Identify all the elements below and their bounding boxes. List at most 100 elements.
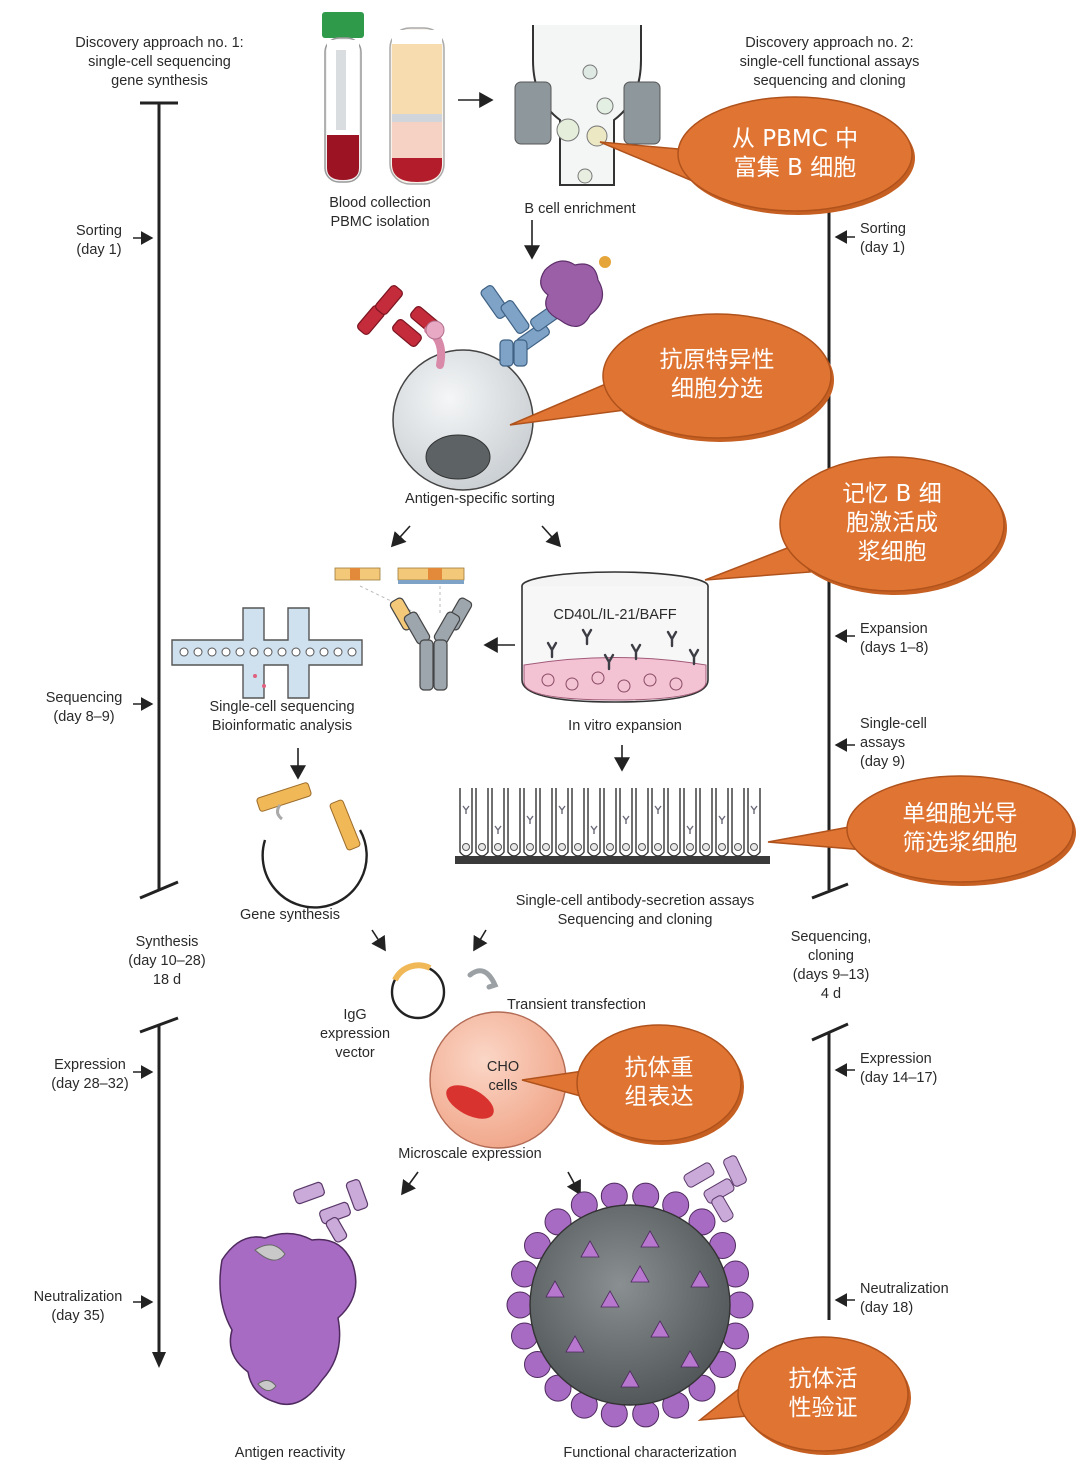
well-antibody bbox=[526, 815, 534, 824]
well-cell bbox=[558, 843, 566, 851]
well-cell bbox=[462, 843, 470, 851]
virus-surface-protein bbox=[680, 1350, 700, 1368]
microscale-expression-label: Microscale expression bbox=[380, 1145, 560, 1164]
callout-memory-text: 记忆 B 细 胞激活成 浆细胞 bbox=[792, 480, 992, 567]
well-antibody bbox=[558, 805, 566, 814]
transfection-line-1: Transient transfection bbox=[507, 997, 646, 1013]
well bbox=[635, 788, 649, 857]
virus-surface-protein bbox=[620, 1370, 640, 1388]
left-timeline bbox=[133, 101, 179, 1368]
well bbox=[571, 788, 585, 857]
igg-antibody-illustration bbox=[389, 597, 473, 691]
right-sequencing-line-4: 4 d bbox=[820, 986, 842, 1002]
callout-validation-line-1: 抗体活 bbox=[788, 1366, 858, 1392]
right-assays-label: Single-cell assays (day 9) bbox=[860, 715, 927, 772]
well bbox=[747, 788, 761, 857]
callouts bbox=[509, 96, 1076, 1455]
left-sequencing-label: Sequencing (day 8–9) bbox=[35, 689, 133, 727]
transient-transfection-label: Transient transfection bbox=[507, 996, 646, 1015]
virus-antibody bbox=[683, 1155, 747, 1223]
right-sequencing-line-2: cloning bbox=[808, 948, 854, 964]
well-antibody bbox=[494, 825, 502, 834]
gene-synthesis-label: Gene synthesis bbox=[235, 906, 345, 925]
well-cell bbox=[750, 843, 758, 851]
well-antibody bbox=[622, 815, 630, 824]
callout-sorting-text: 抗原特异性 细胞分选 bbox=[617, 346, 817, 404]
virus-surface-protein bbox=[600, 1290, 620, 1308]
well-cell bbox=[686, 843, 694, 851]
left-sorting-label: Sorting (day 1) bbox=[50, 222, 148, 260]
well-cell bbox=[574, 843, 582, 851]
functional-line-1: Functional characterization bbox=[563, 1445, 737, 1461]
callout-photon-text: 单细胞光导 筛选浆细胞 bbox=[860, 800, 1060, 858]
well-antibody bbox=[686, 825, 694, 834]
sequence-bars-illustration bbox=[334, 567, 465, 616]
left-expression-label: Expression (day 28–32) bbox=[38, 1056, 142, 1094]
left-expression-line-1: Expression bbox=[54, 1057, 126, 1073]
cho-cells-label: CHO cells bbox=[474, 1058, 532, 1096]
enrichment-column-illustration bbox=[514, 25, 661, 186]
right-expansion-line-2: (days 1–8) bbox=[860, 640, 929, 656]
right-neutralization-line-1: Neutralization bbox=[860, 1281, 949, 1297]
gene-synthesis-line-1: Gene synthesis bbox=[240, 907, 340, 923]
approach-1-line-2: single-cell sequencing bbox=[88, 54, 231, 70]
virus-surface-protein bbox=[580, 1240, 600, 1258]
blood-line-2: PBMC isolation bbox=[330, 214, 430, 230]
approach-1-line-3: gene synthesis bbox=[111, 73, 208, 89]
blood-collection-label: Blood collection PBMC isolation bbox=[305, 194, 455, 232]
left-neutralization-line-1: Neutralization bbox=[33, 1289, 123, 1305]
well-antibody bbox=[718, 815, 726, 824]
antigen-sorting-label: Antigen-specific sorting bbox=[380, 490, 580, 509]
approach-2-line-3: sequencing and cloning bbox=[753, 73, 906, 89]
well-cell bbox=[734, 843, 742, 851]
callout-sorting-line-1: 抗原特异性 bbox=[659, 347, 775, 373]
secretion-line-2: Sequencing and cloning bbox=[557, 912, 713, 928]
vector-line-2: expression bbox=[319, 1026, 391, 1042]
callout-expression-text: 抗体重 组表达 bbox=[584, 1054, 734, 1112]
well-cell bbox=[622, 843, 630, 851]
right-sequencing-label: Sequencing, cloning (days 9–13) 4 d bbox=[772, 928, 890, 1004]
well bbox=[683, 788, 697, 857]
dish-medium-label: CD40L/IL-21/BAFF bbox=[540, 606, 690, 625]
callout-enrich-line-2: 富集 B 细胞 bbox=[733, 155, 857, 181]
well bbox=[507, 788, 521, 857]
well-antibody bbox=[462, 805, 470, 814]
approach-2-line-1: Discovery approach no. 2: bbox=[745, 35, 914, 51]
callout-validation-line-2: 性验证 bbox=[788, 1395, 858, 1421]
well bbox=[699, 788, 713, 857]
virus-surface-protein bbox=[640, 1230, 660, 1248]
left-synthesis-label: Synthesis (day 10–28) 18 d bbox=[112, 933, 222, 990]
well bbox=[651, 788, 665, 857]
virus-surface-protein bbox=[565, 1335, 585, 1353]
right-expansion-line-1: Expansion bbox=[860, 621, 928, 637]
approach-2-line-2: single-cell functional assays bbox=[739, 54, 920, 70]
enrichment-line-1: B cell enrichment bbox=[524, 201, 636, 217]
left-synthesis-line-3: 18 d bbox=[152, 972, 182, 988]
callout-validation-text: 抗体活 性验证 bbox=[748, 1365, 898, 1423]
well-cell bbox=[510, 843, 518, 851]
expansion-line-1: In vitro expansion bbox=[568, 718, 682, 734]
well-cell bbox=[526, 843, 534, 851]
right-assays-line-2: assays bbox=[860, 735, 906, 751]
callout-sorting-bg bbox=[509, 313, 834, 442]
virus-surface-protein bbox=[650, 1320, 670, 1338]
functional-characterization-label: Functional characterization bbox=[540, 1444, 760, 1463]
right-expression-label: Expression (day 14–17) bbox=[860, 1050, 937, 1088]
virus-surface-protein bbox=[690, 1270, 710, 1288]
approach-2-title: Discovery approach no. 2: single-cell fu… bbox=[717, 34, 942, 91]
virus-surface-protein bbox=[545, 1280, 565, 1298]
well-array-illustration bbox=[455, 788, 770, 864]
right-timeline bbox=[811, 120, 855, 1320]
virus-illustration bbox=[506, 1155, 754, 1428]
virus-body bbox=[529, 1204, 731, 1406]
plasmid-illustration bbox=[256, 782, 368, 909]
culture-dish-illustration bbox=[521, 571, 709, 703]
spike-antigen-illustration bbox=[219, 1179, 369, 1406]
right-assays-line-1: Single-cell bbox=[860, 716, 927, 732]
virus-spike bbox=[726, 1291, 754, 1319]
callout-enrich-bg bbox=[599, 96, 915, 215]
well-cell bbox=[654, 843, 662, 851]
igg-vector-label: IgG expression vector bbox=[310, 1006, 400, 1063]
left-sequencing-line-1: Sequencing bbox=[45, 690, 123, 706]
